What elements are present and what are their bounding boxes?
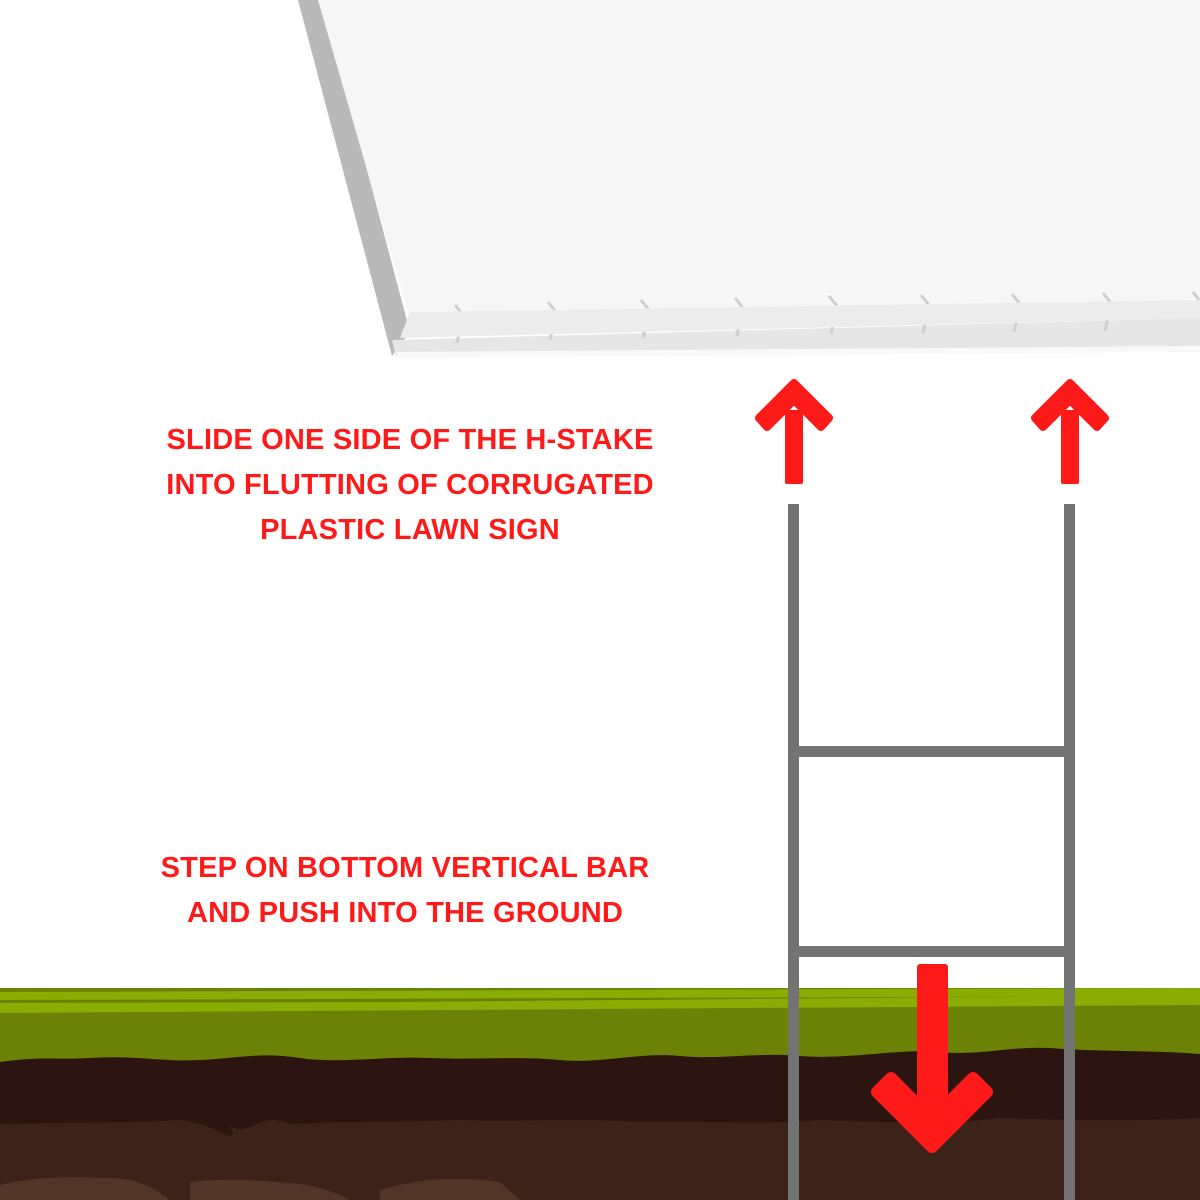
instruction-step-2-line-2: AND PUSH INTO THE GROUND (186, 897, 624, 929)
stake-right-bar (1064, 504, 1075, 1200)
ground (0, 988, 1200, 1200)
stake-lower-crossbar (788, 946, 1075, 957)
subsoil-layer (0, 1118, 1200, 1200)
instruction-step-1-line-3: PLASTIC LAWN SIGN (260, 514, 560, 546)
arrow-down-icon (871, 964, 993, 1153)
instruction-step-1-line-2: INTO FLUTTING OF CORRUGATED (166, 469, 654, 501)
corrugated-plastic-sign (298, 0, 1200, 358)
arrow-up-right-icon (1031, 379, 1109, 484)
stake-upper-crossbar (788, 746, 1075, 757)
h-stake (788, 504, 1075, 1200)
instruction-step-1: SLIDE ONE SIDE OF THE H-STAKE INTO FLUTT… (120, 418, 700, 553)
deep-soil-layer (0, 1177, 520, 1200)
instruction-step-1-line-1: SLIDE ONE SIDE OF THE H-STAKE (166, 424, 654, 456)
stake-left-bar (788, 504, 799, 1200)
arrow-up-left-icon (755, 379, 833, 484)
instruction-step-2-line-1: STEP ON BOTTOM VERTICAL BAR (160, 852, 650, 884)
instruction-step-2: STEP ON BOTTOM VERTICAL BAR AND PUSH INT… (110, 846, 700, 936)
